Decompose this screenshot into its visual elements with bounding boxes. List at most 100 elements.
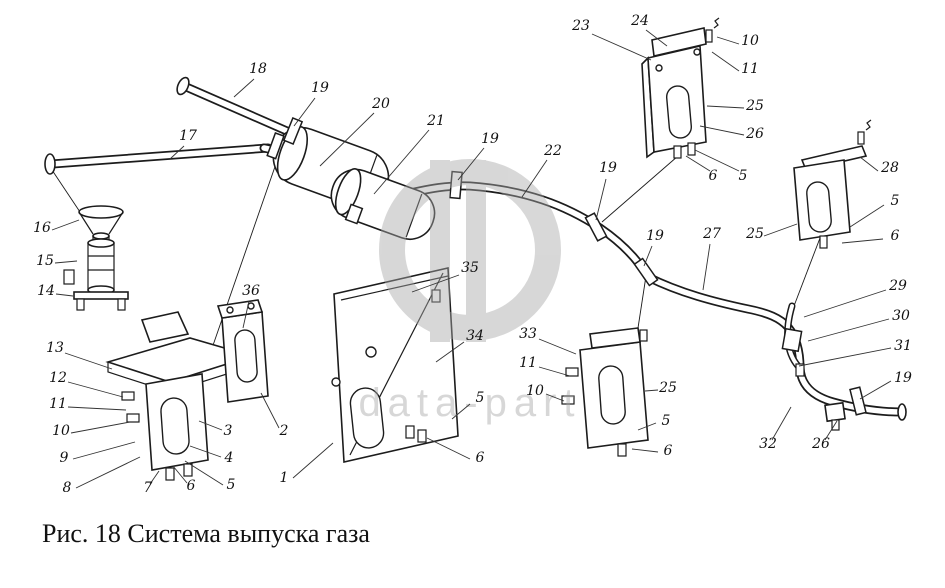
leader-line-6 [172,465,188,484]
leader-line-14 [55,293,74,297]
leader-line-16 [51,219,80,231]
leader-line-11 [538,366,571,377]
part-callout-5: 5 [662,413,671,429]
leader-line-10 [545,393,565,402]
leader-line-5 [694,149,740,172]
pipe-clamps [266,117,867,416]
leader-line-4 [189,445,222,458]
part-callout-5: 5 [476,390,485,406]
part-callout-11: 11 [519,355,537,371]
leader-line-1 [292,442,334,479]
bracket-assembly-right [793,119,872,249]
leader-line-29 [803,289,887,318]
watermark: data-part [358,159,575,425]
part-callout-8: 8 [63,480,72,496]
leader-line-19 [595,178,607,221]
part-callout-33: 33 [519,326,537,342]
leader-line-19 [457,147,485,181]
part-callout-35: 35 [461,260,479,276]
bracket-assembly-lower-right [561,327,649,457]
part-callout-25: 25 [745,98,764,114]
leader-line-5 [849,204,885,228]
part-callout-16: 16 [33,220,51,236]
leader-line-10 [70,421,131,434]
leader-line-6 [841,238,884,244]
part-callout-6: 6 [891,228,900,244]
hanger-strap-right [781,302,805,377]
watermark-logo-bar [430,160,450,342]
part-callout-19: 19 [894,370,912,386]
leader-line-18 [233,78,255,98]
leader-line-25 [763,223,798,237]
part-callout-6: 6 [476,450,485,466]
tailpipe-opening [897,403,907,421]
part-callout-29: 29 [888,278,907,294]
part-callout-30: 30 [892,308,910,324]
leader-line-21 [373,129,430,195]
part-callout-5: 5 [227,477,236,493]
part-callout-19: 19 [481,131,499,147]
leader-line-5 [637,422,657,431]
leader-line-15 [54,260,78,264]
leader-line-6 [631,448,659,453]
leader-line-7 [149,470,160,485]
leader-line-11 [67,406,127,411]
leader-line-19 [293,97,316,127]
leader-line-36 [242,300,250,329]
leader-line-31 [798,347,892,367]
leader-line-20 [319,112,375,167]
leader-line-11 [711,51,740,72]
part-callout-15: 15 [36,253,54,269]
part-callout-31: 31 [894,338,912,354]
leader-line-25 [706,105,745,109]
part-callout-25: 25 [745,226,764,242]
part-callout-12: 12 [49,370,67,386]
leader-line-2 [260,392,280,429]
part-callout-3: 3 [224,423,233,439]
part-callout-9: 9 [60,450,69,466]
leader-line-35 [411,274,460,293]
leader-line-34 [435,341,465,363]
leader-line-19 [859,380,892,400]
leader-line-24 [645,29,668,47]
part-callout-32: 32 [759,436,777,452]
part-callout-11: 11 [741,61,759,77]
leader-line-5 [451,403,471,420]
part-callout-25: 25 [658,380,677,396]
leader-line-10 [716,36,740,45]
part-callout-5: 5 [891,193,900,209]
part-callout-11: 11 [49,396,67,412]
leader-line-5 [184,460,224,486]
leader-line-23 [591,33,652,61]
leader-line-3 [198,420,223,431]
part-callout-4: 4 [224,450,234,466]
leader-line-33 [538,338,577,355]
part-callout-26: 26 [811,436,830,452]
leader-line-32 [771,406,792,441]
pipe-flange-top [176,76,190,96]
part-callout-7: 7 [144,480,153,496]
leader-line-17 [169,145,185,160]
muffler-strap [344,203,364,225]
part-callout-22: 22 [543,143,562,159]
bracket-center-left [216,299,269,403]
part-callout-18: 18 [249,61,267,77]
pipe-flange-left [44,153,56,175]
leader-line-26 [699,125,745,136]
intake-funnel-assembly [63,205,129,311]
part-callout-13: 13 [46,340,64,356]
leader-line-25 [644,389,659,392]
part-callout-23: 23 [571,18,590,34]
line-art [44,17,907,481]
leader-line-6 [426,437,471,460]
part-callout-34: 34 [466,328,484,344]
leader-line-22 [521,159,548,198]
watermark-logo-bar [466,160,486,342]
part-callout-10: 10 [526,383,544,399]
leader-line-12 [67,381,124,398]
muffler-rear [330,168,436,241]
leader-line-27 [702,243,711,291]
bracket-assembly-top [641,17,720,159]
part-callout-2: 2 [279,423,289,439]
